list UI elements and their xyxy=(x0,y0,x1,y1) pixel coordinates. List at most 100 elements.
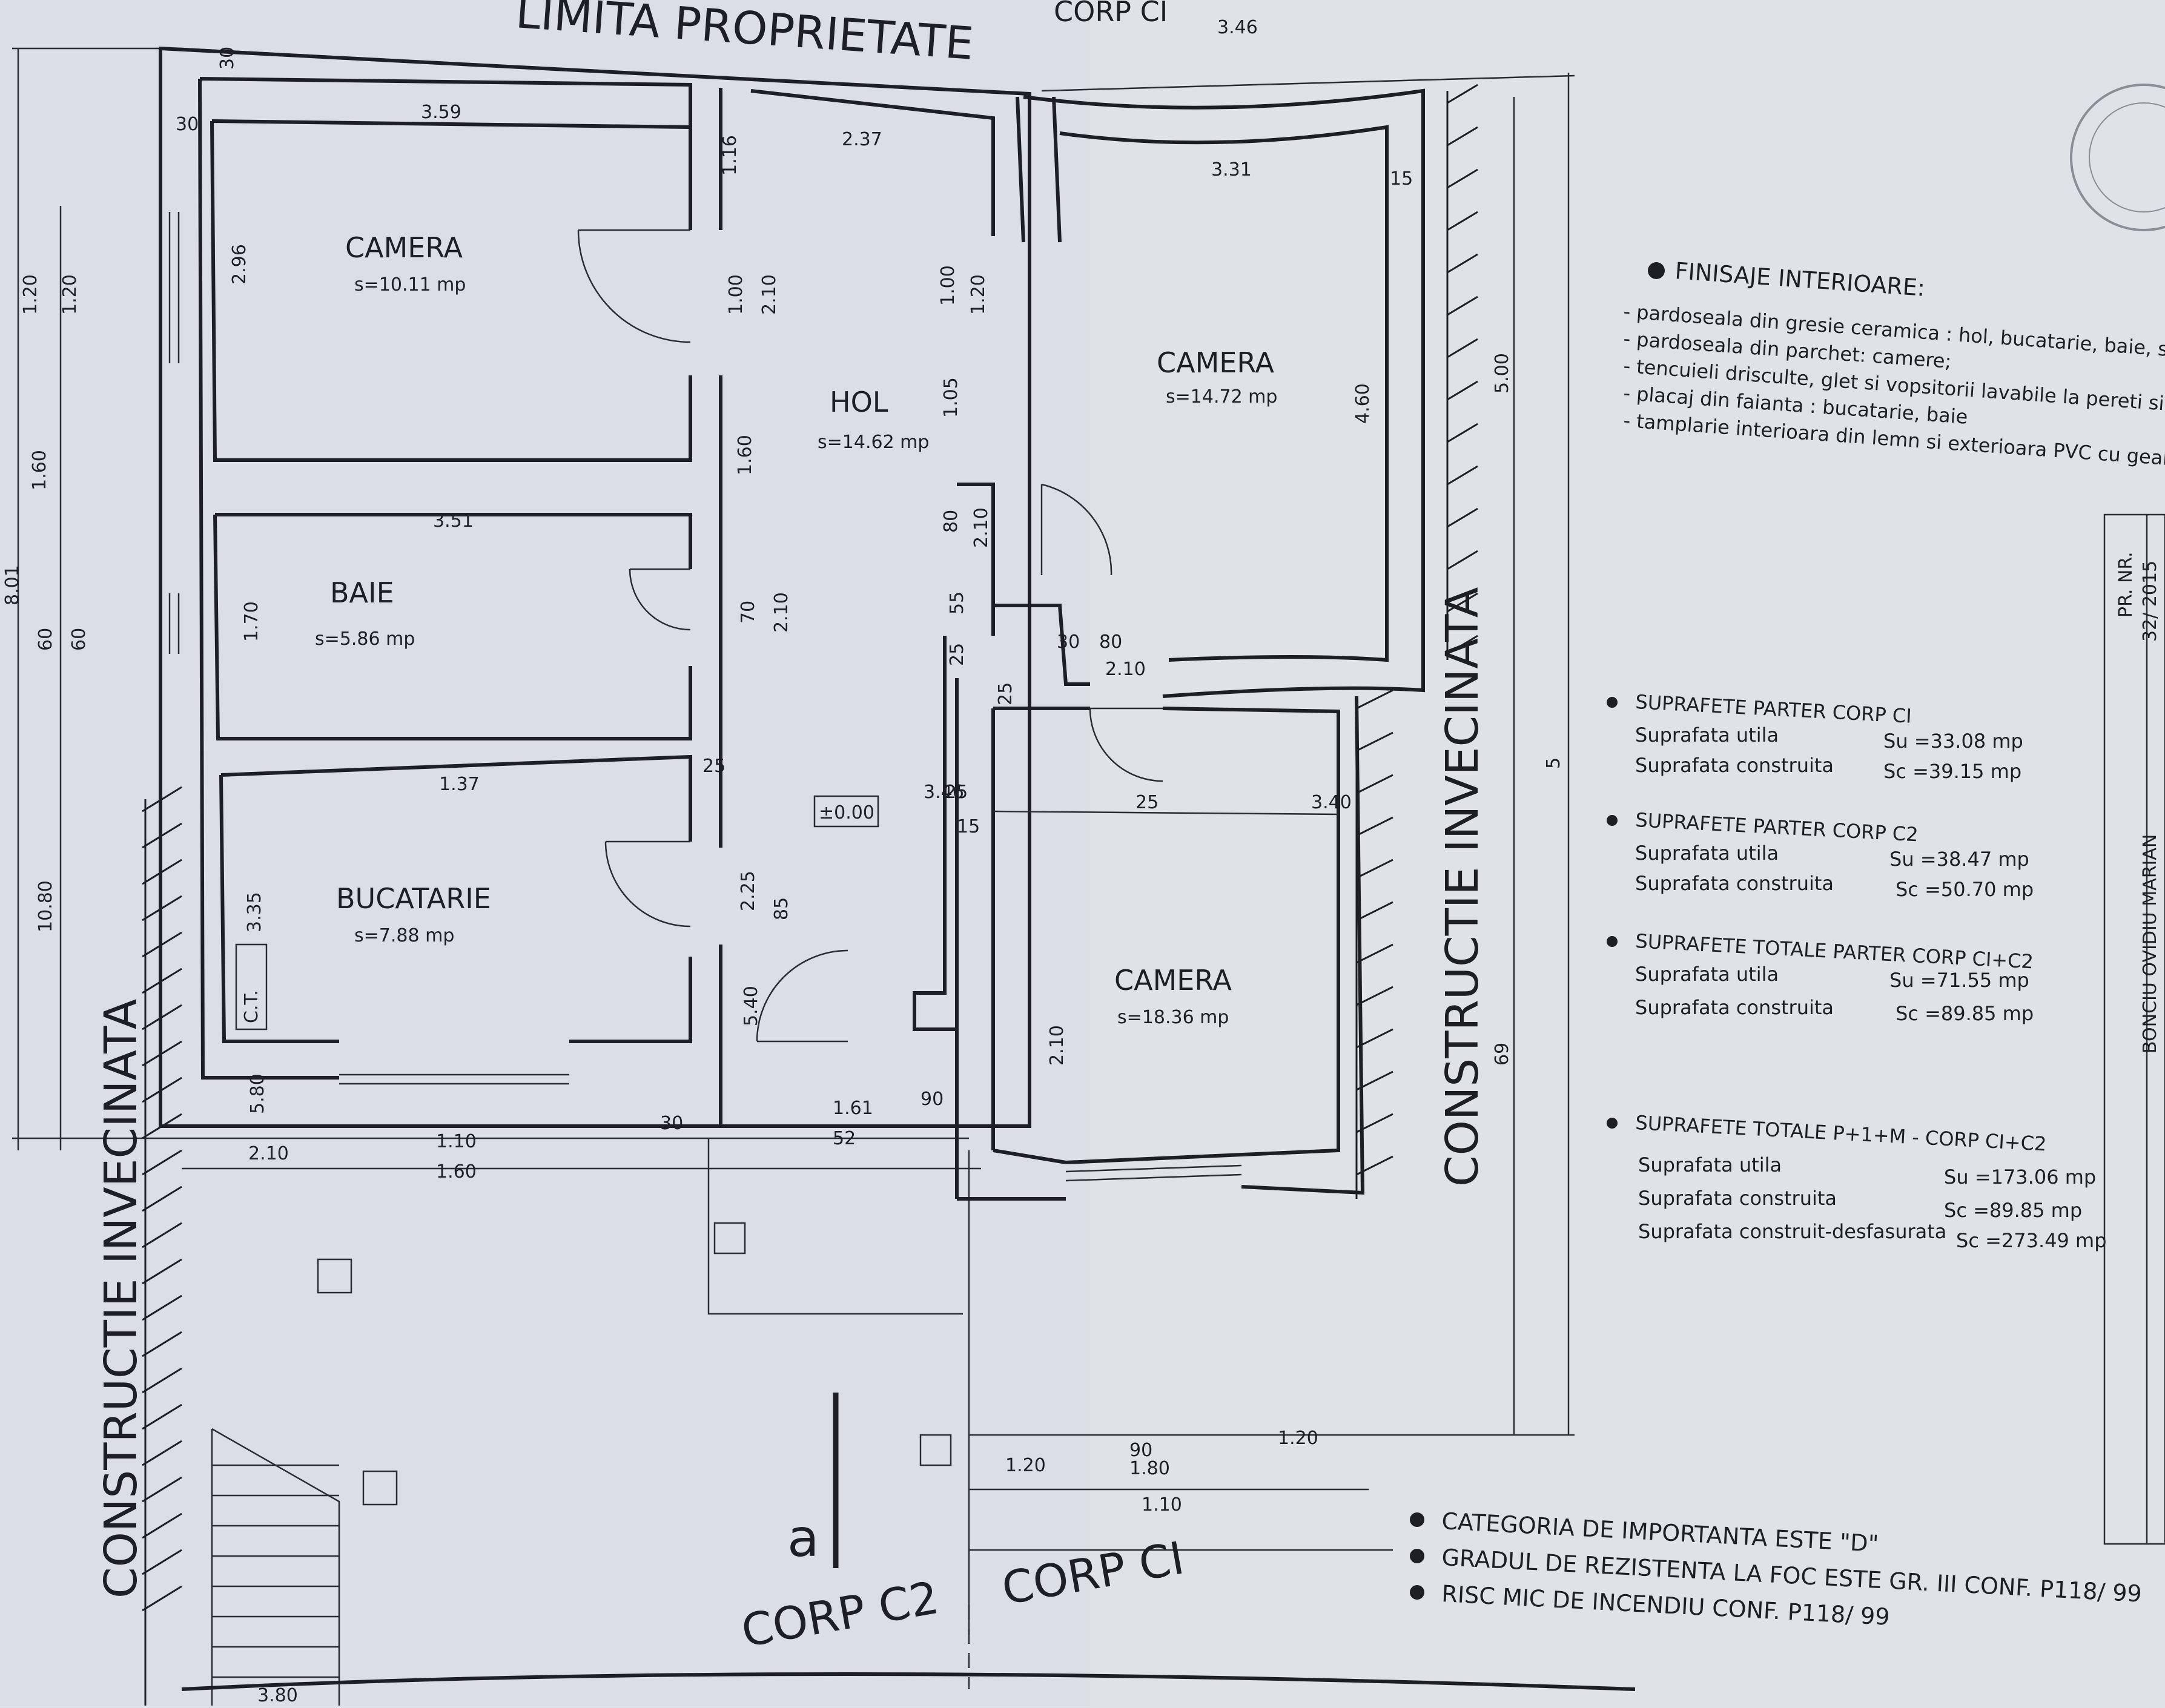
dimension-label: 5.00 xyxy=(1492,353,1513,394)
surface-label: Suprafata utila xyxy=(1635,842,1779,865)
dimension-label: 1.60 xyxy=(436,1161,477,1182)
dimension-label: 3.46 xyxy=(1217,17,1258,38)
dimension-label: 3.31 xyxy=(1211,159,1252,180)
surface-label: Suprafata utila xyxy=(1635,724,1779,747)
surface-value: Sc =39.15 mp xyxy=(1883,760,2021,783)
dimension-label: 1.10 xyxy=(1142,1494,1182,1515)
corp-top-label: CORP CI xyxy=(1054,0,1168,28)
bullet-icon xyxy=(1607,697,1618,708)
room-name: CAMERA xyxy=(1157,346,1274,379)
dimension-label: 1.20 xyxy=(968,274,989,315)
dimension-label: 2.10 xyxy=(759,274,780,315)
dimension-label: 1.60 xyxy=(29,450,50,490)
bullet-icon xyxy=(1607,936,1618,947)
room-area: s=7.88 mp xyxy=(354,925,454,946)
room-name: BAIE xyxy=(330,576,394,609)
dimension-label: 1.80 xyxy=(1129,1458,1170,1479)
dimension-label: 69 xyxy=(1492,1043,1513,1066)
walls xyxy=(159,46,1636,1706)
dimension-label: 5.80 xyxy=(247,1073,268,1114)
dimension-label: 2.10 xyxy=(1105,659,1146,680)
title-block: PR. NR. 32/ 2015 BONCIU OVIDIU MARIAN xyxy=(2070,84,2165,1545)
stamp-seal xyxy=(2070,84,2165,231)
dimension-label: 10.80 xyxy=(35,880,56,932)
section-mark: a xyxy=(787,1508,819,1569)
level-mark: ±0.00 xyxy=(819,802,874,823)
dimension-label: 1.20 xyxy=(1278,1428,1318,1449)
dimension-label: 85 xyxy=(771,897,792,920)
dimension-label: 25 xyxy=(995,682,1016,705)
room-area: s=18.36 mp xyxy=(1117,1007,1229,1028)
surface-label: Suprafata construita xyxy=(1635,996,1834,1019)
dimension-label: 3.40 xyxy=(1311,792,1352,813)
neighbor-left-label: CONSTRUCTIE INVECINATA xyxy=(95,998,147,1598)
dimension-label: 2.10 xyxy=(971,507,992,548)
dimension-label: 3.35 xyxy=(244,892,265,932)
bullet-icon xyxy=(1607,1118,1618,1129)
bullet-icon xyxy=(1410,1512,1424,1527)
dimension-label: 2.10 xyxy=(1046,1025,1068,1066)
dimension-label: 30 xyxy=(660,1113,683,1134)
room-area: s=14.62 mp xyxy=(818,432,929,453)
project-number-value: 32/ 2015 xyxy=(2140,561,2161,642)
room-area: s=5.86 mp xyxy=(315,628,415,650)
dimension-label: 25 xyxy=(1135,792,1159,813)
surface-value: Su =38.47 mp xyxy=(1889,848,2029,871)
dimension-label: 70 xyxy=(738,601,759,624)
surface-label: Suprafata construita xyxy=(1638,1187,1837,1210)
dimension-label: 80 xyxy=(1099,631,1122,653)
project-number-label: PR. NR. xyxy=(2115,552,2137,618)
dimension-label: 2.37 xyxy=(842,129,882,150)
dimension-texts: 3.46 30 30 3.59 2.37 3.31 15 1.16 2.96 1.00 2.10 1.… xyxy=(2,17,1564,1706)
surface-value: Sc =273.49 mp xyxy=(1956,1229,2107,1252)
dimension-label: 1.60 xyxy=(735,435,756,475)
dimension-label: 30 xyxy=(176,114,199,135)
owner-name: BONCIU OVIDIU MARIAN xyxy=(2140,834,2161,1053)
bullet-icon xyxy=(1410,1549,1424,1563)
surface-label: Suprafata construit-desfasurata xyxy=(1638,1220,1946,1243)
surface-label: Suprafata construita xyxy=(1635,754,1834,777)
doors xyxy=(577,229,1163,1043)
room-name: BUCATARIE xyxy=(336,882,491,915)
surface-value: Sc =89.85 mp xyxy=(1896,1002,2034,1025)
surface-value: Su =71.55 mp xyxy=(1889,969,2029,992)
room-area: s=10.11 mp xyxy=(354,274,466,295)
dimension-label: 55 xyxy=(947,592,968,615)
surface-value: Su =33.08 mp xyxy=(1883,730,2023,753)
surface-label: Suprafata utila xyxy=(1638,1153,1782,1176)
room-name: CAMERA xyxy=(1114,964,1232,997)
room-area: s=14.72 mp xyxy=(1166,386,1277,407)
dimension-label: 90 xyxy=(921,1089,944,1110)
dimension-label: 3.59 xyxy=(421,102,461,123)
dimension-label: 1.00 xyxy=(937,265,959,306)
dimension-label: 1.20 xyxy=(1005,1455,1046,1476)
dimension-label: 4.60 xyxy=(1352,383,1373,424)
dimension-label: 2.10 xyxy=(248,1143,289,1164)
dimension-label: 1.16 xyxy=(719,135,741,176)
paper-shade xyxy=(0,0,1090,1706)
dimension-label: 25 xyxy=(702,756,726,777)
dimension-label: 1.37 xyxy=(439,774,480,795)
surface-value: Sc =50.70 mp xyxy=(1896,878,2034,901)
dimension-label: 1.70 xyxy=(241,601,262,642)
dimension-label: 90 xyxy=(1129,1440,1152,1461)
dimension-label: 8.01 xyxy=(2,565,23,605)
surface-value: Sc =89.85 mp xyxy=(1944,1199,2082,1222)
dimension-label: 2.10 xyxy=(771,592,792,633)
dimension-label: 25 xyxy=(947,643,968,666)
dimension-label: 2.25 xyxy=(738,871,759,911)
dimension-label: 25 xyxy=(945,782,968,803)
dimension-label: 60 xyxy=(68,628,90,651)
dimension-label: 15 xyxy=(1390,168,1413,190)
dimension-label: 1.61 xyxy=(833,1098,873,1119)
dimension-label: 2.96 xyxy=(229,244,250,285)
dimension-label: 3.46 xyxy=(924,782,964,803)
room-name: HOL xyxy=(830,386,888,418)
surface-label: Suprafata construita xyxy=(1635,872,1834,895)
dimension-label: 60 xyxy=(35,628,56,651)
dimension-label: 3.51 xyxy=(433,510,474,532)
surface-value: Su =173.06 mp xyxy=(1944,1166,2096,1189)
room-name: CAMERA xyxy=(345,231,463,264)
